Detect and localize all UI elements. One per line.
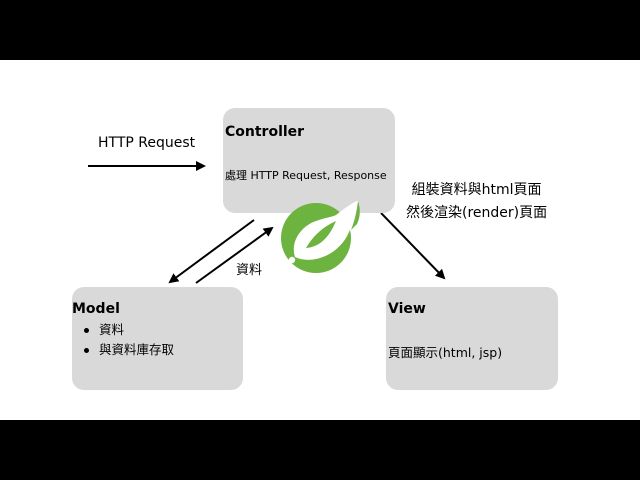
render-annotation: 組裝資料與html頁面 然後渲染(render)頁面 [406,179,547,225]
render-annotation-line2: 然後渲染(render)頁面 [406,205,548,221]
spring-leaf-logo-layer [281,200,360,273]
view-description: 頁面顯示(html, jsp) [388,345,503,360]
model-to-controller-arrow [195,226,274,284]
controller-box: Controller 處理 HTTP Request, Response [223,108,395,213]
spring-leaf-icon [281,200,360,273]
controller-title: Controller [225,124,305,140]
view-box: View 頁面顯示(html, jsp) [386,287,558,390]
arrows-layer [88,161,446,284]
model-title: Model [72,301,120,317]
controller-description: 處理 HTTP Request, Response [225,169,387,182]
model-box: Model 資料 與資料庫存取 [72,287,243,390]
controller-to-view-arrow [380,212,446,280]
http-request-label: HTTP Request [98,135,196,151]
data-label: 資料 [236,263,263,278]
view-title: View [388,301,426,317]
model-bullet-item: 資料 [72,320,174,340]
render-annotation-line1: 組裝資料與html頁面 [411,182,542,198]
model-bullet-list: 資料 與資料庫存取 [72,320,174,360]
model-bullet-item: 與資料庫存取 [72,340,174,360]
controller-to-model-arrow [168,219,255,284]
diagram-canvas: Controller 處理 HTTP Request, Response Mod… [0,60,640,420]
